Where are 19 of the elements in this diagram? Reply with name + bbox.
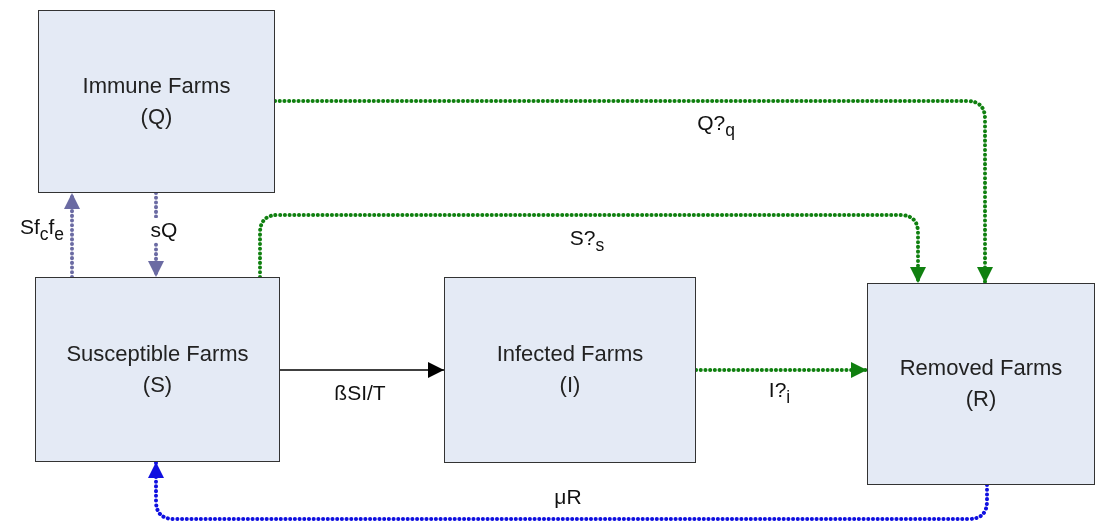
process-box [444, 277, 696, 463]
arrow [148, 460, 989, 521]
node-label: (S) [142, 370, 173, 399]
process-box [38, 10, 275, 193]
node-label: Infected Farms [496, 340, 644, 369]
arrow [279, 362, 445, 378]
node-label: Susceptible Farms [66, 339, 249, 368]
arrow [258, 213, 926, 285]
process-box [867, 283, 1095, 485]
node-label: Immune Farms [82, 71, 231, 100]
node-label: (I) [559, 371, 581, 399]
node-label: (R) [965, 385, 997, 413]
node-label: Removed Farms [899, 354, 1063, 383]
arrow [64, 191, 80, 279]
process-box [35, 277, 280, 462]
arrow [273, 99, 993, 285]
arrow [694, 362, 869, 378]
arrow [148, 191, 164, 279]
node-label: (Q) [140, 102, 173, 131]
